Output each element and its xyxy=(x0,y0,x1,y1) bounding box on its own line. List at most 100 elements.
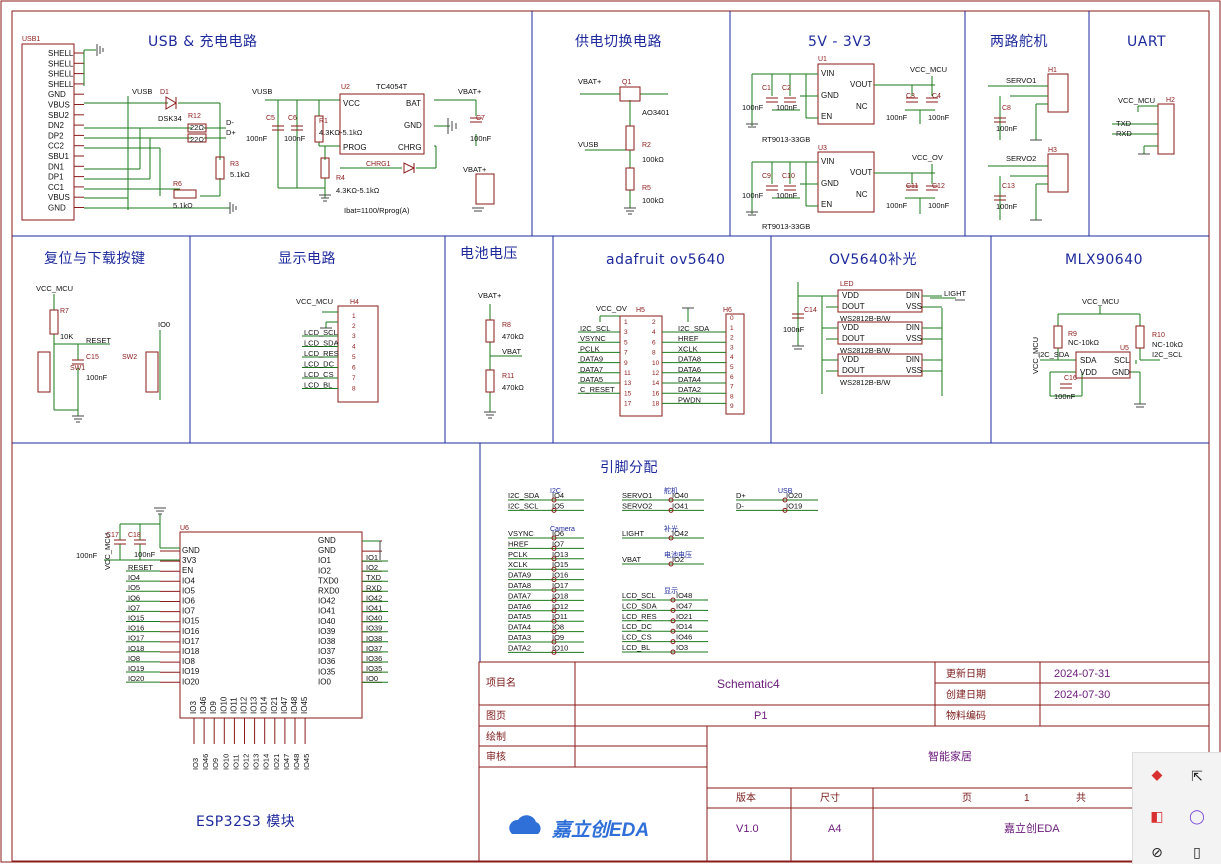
capacitor-c5[interactable]: C5 100nF xyxy=(246,115,284,143)
camera-left-net-label: DATA5 xyxy=(580,375,603,384)
esp-left-pin-label: IO7 xyxy=(182,607,195,616)
ws2812-part-label: WS2812B-B/W xyxy=(840,378,891,387)
battery-connector[interactable]: VBAT+ xyxy=(463,165,495,212)
esp-bottom-pin-label: IO9 xyxy=(209,701,218,714)
resistor-r7[interactable]: R7 10K xyxy=(49,308,73,341)
resistor-r11[interactable]: R11 470kΩ xyxy=(485,369,524,393)
svg-text:NC-10kΩ: NC-10kΩ xyxy=(1152,340,1183,349)
usb-connector[interactable]: USB1 SHELLSHELLSHELLSHELLGNDVBUSSBU2DN2D… xyxy=(21,36,84,221)
capacitor-c16[interactable]: C16 100nF xyxy=(1054,375,1077,401)
resistor-r13[interactable]: 22Ω xyxy=(187,133,207,144)
svg-text:更新日期: 更新日期 xyxy=(946,667,986,680)
esp32-module-u6[interactable]: U6 GND3V3ENIO4IO5IO6IO7IO15IO16IO17IO18I… xyxy=(126,525,388,770)
esp-bottom-net-label: IO45 xyxy=(302,754,311,770)
resistor-r6[interactable]: R6 5.1kΩ xyxy=(173,181,197,210)
esp-bottom-net-label: IO46 xyxy=(201,754,210,770)
esp-bottom-pin-label: IO11 xyxy=(229,697,238,714)
camera-pin-number: 15 xyxy=(624,390,632,397)
pinmap-connector xyxy=(670,607,676,613)
usb-pin-label: SBU2 xyxy=(48,111,69,120)
capacitor-c7[interactable]: C7 100nF xyxy=(470,115,492,143)
svg-text:R6: R6 xyxy=(173,181,182,188)
resistor-r1[interactable]: R1 4.3KΩ-5.1kΩ xyxy=(314,115,363,143)
section-dividers xyxy=(12,11,1209,662)
esp-left-pin-label: GND xyxy=(182,546,200,555)
camera-header-h6[interactable]: H6 xyxy=(723,307,745,415)
capacitor-c14[interactable]: C14 100nF xyxy=(783,307,817,334)
pinmap-net-label: DATA8 xyxy=(508,581,531,590)
ldo-u3[interactable]: U3 VIN GND EN VOUT NC xyxy=(817,145,875,213)
resistor-r2[interactable]: R2 100kΩ xyxy=(625,125,664,164)
mlx-circuit: VCC_MCU I2C_SDA I2C_SCL VCC_MCU xyxy=(1031,297,1182,408)
display-header-h4[interactable]: H4 xyxy=(337,299,379,403)
resistor-r8[interactable]: R8 470kΩ xyxy=(485,319,524,343)
svg-text:VBAT+: VBAT+ xyxy=(578,77,602,86)
cursor-pointer-icon[interactable]: ⇱ xyxy=(1191,769,1203,785)
ws2812-led-body xyxy=(837,353,923,377)
ws2812-leds[interactable]: VDDDOUTDINVSSWS2812B-B/WVDDDOUTDINVSSWS2… xyxy=(822,289,942,387)
ldo-u1-wiring xyxy=(746,73,935,128)
resistor-r3[interactable]: R3 5.1kΩ xyxy=(215,156,250,180)
esp-left-net-label: IO18 xyxy=(128,644,144,653)
svg-text:H6: H6 xyxy=(723,307,732,314)
svg-text:VBAT+: VBAT+ xyxy=(478,291,502,300)
esp-right-net-label: IO39 xyxy=(366,624,382,633)
capacitor-c15[interactable]: C15 100nF xyxy=(72,354,108,382)
uart-header-h2[interactable]: H2 xyxy=(1157,97,1175,155)
svg-text:EN: EN xyxy=(821,112,832,121)
esp-bottom-net-label: IO48 xyxy=(292,754,301,770)
usb-pin-label: SHELL xyxy=(48,70,74,79)
ldo-u1[interactable]: U1 VIN GND EN VOUT NC xyxy=(817,56,875,125)
camera-right-net-label: PWDN xyxy=(678,395,701,404)
resistor-r12[interactable]: R12 22Ω xyxy=(187,113,207,133)
pinmap-net-label: DATA7 xyxy=(508,591,531,600)
svg-text:C12: C12 xyxy=(932,183,945,190)
diode-d1[interactable]: D1 DSK34 xyxy=(158,89,182,123)
capacitor-c6[interactable]: C6 100nF xyxy=(284,115,306,143)
usb-stick-icon[interactable]: ▯ xyxy=(1193,845,1201,861)
esp-left-pin-label: IO4 xyxy=(182,576,195,585)
3d-box-icon[interactable]: ◧ xyxy=(1150,809,1164,825)
switch-sw1[interactable]: SW1 xyxy=(37,351,85,393)
pinmap-io-label: IO8 xyxy=(552,623,564,632)
jlceda-logo: 嘉立创EDA xyxy=(509,815,649,841)
servo-header-h3[interactable]: H3 SERVO2 xyxy=(1006,147,1069,193)
svg-text:SW2: SW2 xyxy=(122,354,137,361)
pinmap-io-label: IO11 xyxy=(552,612,568,621)
svg-text:C1: C1 xyxy=(762,85,771,92)
switch-sw2[interactable]: SW2 xyxy=(122,351,159,393)
resistor-r9[interactable]: R9 NC-10kΩ xyxy=(1053,325,1099,349)
mosfet-q1[interactable]: Q1 AO3401 xyxy=(619,79,670,117)
esp-left-net-label: RESET xyxy=(128,563,153,572)
charger-ic-u2[interactable]: U2 TC4054T VCC PROG BAT GND CHRG xyxy=(339,82,425,155)
circle-ring-icon[interactable]: ◯ xyxy=(1189,809,1205,825)
pinmap-io-label: IO47 xyxy=(676,601,692,610)
servo-header-h1[interactable]: H1 SERVO1 xyxy=(1006,67,1069,113)
resistor-r5[interactable]: R5 100kΩ xyxy=(625,167,664,205)
led-chrg1[interactable]: CHRG1 xyxy=(366,161,416,174)
esp-left-pin-label: IO15 xyxy=(182,617,200,626)
camera-pin-number: 7 xyxy=(624,350,628,357)
svg-text:DSK34: DSK34 xyxy=(158,114,182,123)
svg-text:U1: U1 xyxy=(818,56,827,63)
svg-text:R5: R5 xyxy=(642,185,651,192)
display-net-label: LCD_SCL xyxy=(304,328,338,337)
svg-text:C5: C5 xyxy=(266,115,275,122)
svg-text:4.3KΩ-5.1kΩ: 4.3KΩ-5.1kΩ xyxy=(336,186,380,195)
display-pin-number: 8 xyxy=(352,386,356,393)
jlc-logo-icon[interactable]: ⯁ xyxy=(1151,769,1163,785)
ldo-u1-caps[interactable]: C1 C2 100nF 100nF C3 C4 100nF 100nF xyxy=(742,85,950,122)
ldo-u3-caps[interactable]: C9 C10 100nF 100nF C11 C12 100nF 100nF xyxy=(742,173,950,210)
component-icon[interactable]: ⊘ xyxy=(1151,845,1163,861)
svg-text:Schematic4: Schematic4 xyxy=(717,677,780,691)
esp-right-pin-label: IO1 xyxy=(318,556,331,565)
resistor-r10[interactable]: R10 NC-10kΩ xyxy=(1135,325,1183,349)
svg-text:C15: C15 xyxy=(86,354,99,361)
mlx-sensor-u5[interactable]: U5 SDA VDD SCL GND xyxy=(1075,345,1131,379)
resistor-r4[interactable]: R4 4.3KΩ-5.1kΩ xyxy=(320,157,380,195)
svg-text:C18: C18 xyxy=(128,532,141,539)
svg-text:EN: EN xyxy=(821,200,832,209)
